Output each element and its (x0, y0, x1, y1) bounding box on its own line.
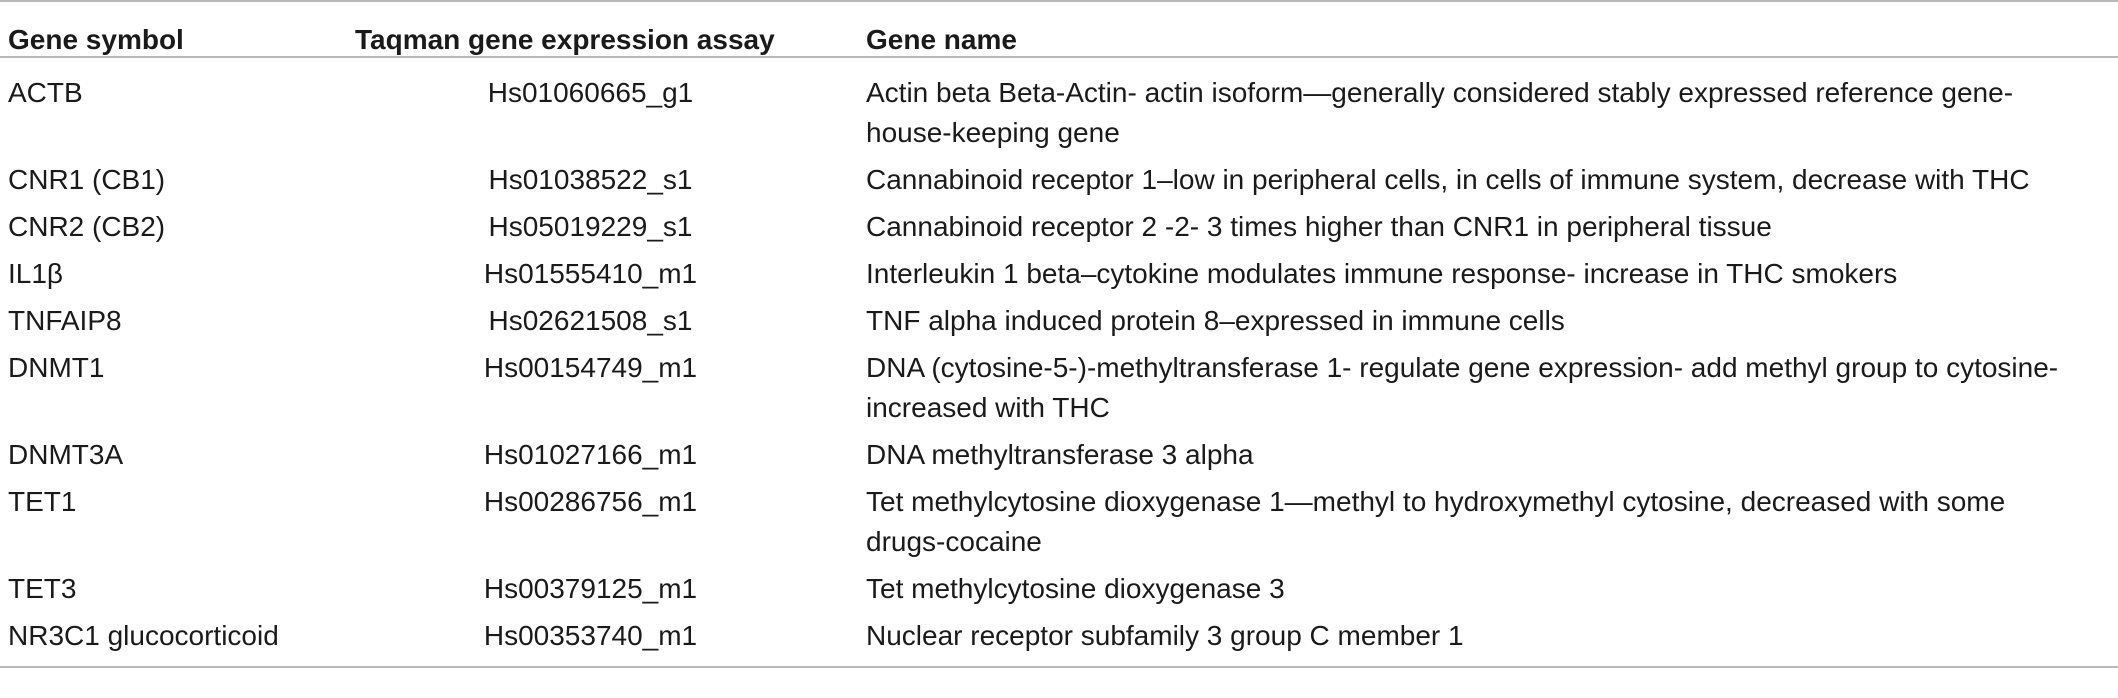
gene-name-cell: Cannabinoid receptor 2 -2- 3 times highe… (866, 211, 1772, 242)
assay-id-cell: Hs00154749_m1 (483, 352, 698, 383)
gene-name-cell: DNA methyltransferase 3 alpha (866, 439, 1254, 470)
table-row: TET1 Hs00286756_m1 Tet methylcytosine di… (0, 475, 2118, 562)
gene-symbol-cell: CNR1 (CB1) (8, 164, 166, 195)
assay-id-cell: Hs02621508_s1 (488, 305, 693, 336)
gene-name-cell: TNF alpha induced protein 8–expressed in… (866, 305, 1565, 336)
header-row: Gene symbol Taqman gene expression assay… (0, 0, 2118, 58)
gene-name-cell: DNA (cytosine-5-)-methyltransferase 1- r… (866, 352, 2059, 423)
table-row: TNFAIP8 Hs02621508_s1 TNF alpha induced … (0, 294, 2118, 341)
table-row: IL1β Hs01555410_m1 Interleukin 1 beta–cy… (0, 247, 2118, 294)
gene-symbol-cell: DNMT3A (8, 439, 124, 470)
header-gene-symbol: Gene symbol (0, 0, 355, 58)
header-taqman-assay: Taqman gene expression assay (355, 0, 866, 58)
gene-name-cell: Interleukin 1 beta–cytokine modulates im… (866, 258, 1898, 289)
gene-name-cell: Actin beta Beta-Actin- actin isoform—gen… (866, 77, 2014, 148)
gene-name-cell: Cannabinoid receptor 1–low in peripheral… (866, 164, 2030, 195)
assay-id-cell: Hs01038522_s1 (488, 164, 693, 195)
gene-symbol-cell: DNMT1 (8, 352, 105, 383)
table-row: CNR1 (CB1) Hs01038522_s1 Cannabinoid rec… (0, 153, 2118, 200)
assay-id-cell: Hs00379125_m1 (483, 573, 698, 604)
gene-name-cell: Nuclear receptor subfamily 3 group C mem… (866, 609, 2118, 668)
assay-id-cell: Hs00286756_m1 (483, 486, 698, 517)
assay-id-cell: Hs01555410_m1 (483, 258, 698, 289)
gene-symbol-cell: TET3 (8, 573, 77, 604)
table-row: DNMT3A Hs01027166_m1 DNA methyltransfera… (0, 428, 2118, 475)
table-row: ACTB Hs01060665_g1 Actin beta Beta-Actin… (0, 57, 2118, 153)
assay-id-cell: Hs01027166_m1 (483, 439, 698, 470)
gene-symbol-cell: IL1β (8, 258, 64, 289)
gene-symbol-cell: NR3C1 glucocorticoid (0, 609, 355, 668)
gene-symbol-cell: CNR2 (CB2) (8, 211, 166, 242)
assay-id-cell: Hs05019229_s1 (488, 211, 693, 242)
gene-symbol-cell: ACTB (8, 77, 83, 108)
table-row: TET3 Hs00379125_m1 Tet methylcytosine di… (0, 562, 2118, 609)
table-row: CNR2 (CB2) Hs05019229_s1 Cannabinoid rec… (0, 200, 2118, 247)
gene-symbol-cell: TNFAIP8 (8, 305, 122, 336)
assay-id-cell: Hs01060665_g1 (487, 77, 694, 108)
table-body: ACTB Hs01060665_g1 Actin beta Beta-Actin… (0, 57, 2118, 668)
gene-symbol-cell: TET1 (8, 486, 77, 517)
header-gene-name: Gene name (866, 0, 2118, 58)
table-row: NR3C1 glucocorticoid Hs00353740_m1 Nucle… (0, 609, 2118, 668)
gene-name-cell: Tet methylcytosine dioxygenase 3 (866, 573, 1285, 604)
table-header: Gene symbol Taqman gene expression assay… (0, 0, 2118, 58)
assay-id-cell: Hs00353740_m1 (355, 609, 866, 668)
table-row: DNMT1 Hs00154749_m1 DNA (cytosine-5-)-me… (0, 341, 2118, 428)
gene-assay-table: Gene symbol Taqman gene expression assay… (0, 0, 2118, 668)
gene-name-cell: Tet methylcytosine dioxygenase 1—methyl … (866, 486, 2006, 557)
